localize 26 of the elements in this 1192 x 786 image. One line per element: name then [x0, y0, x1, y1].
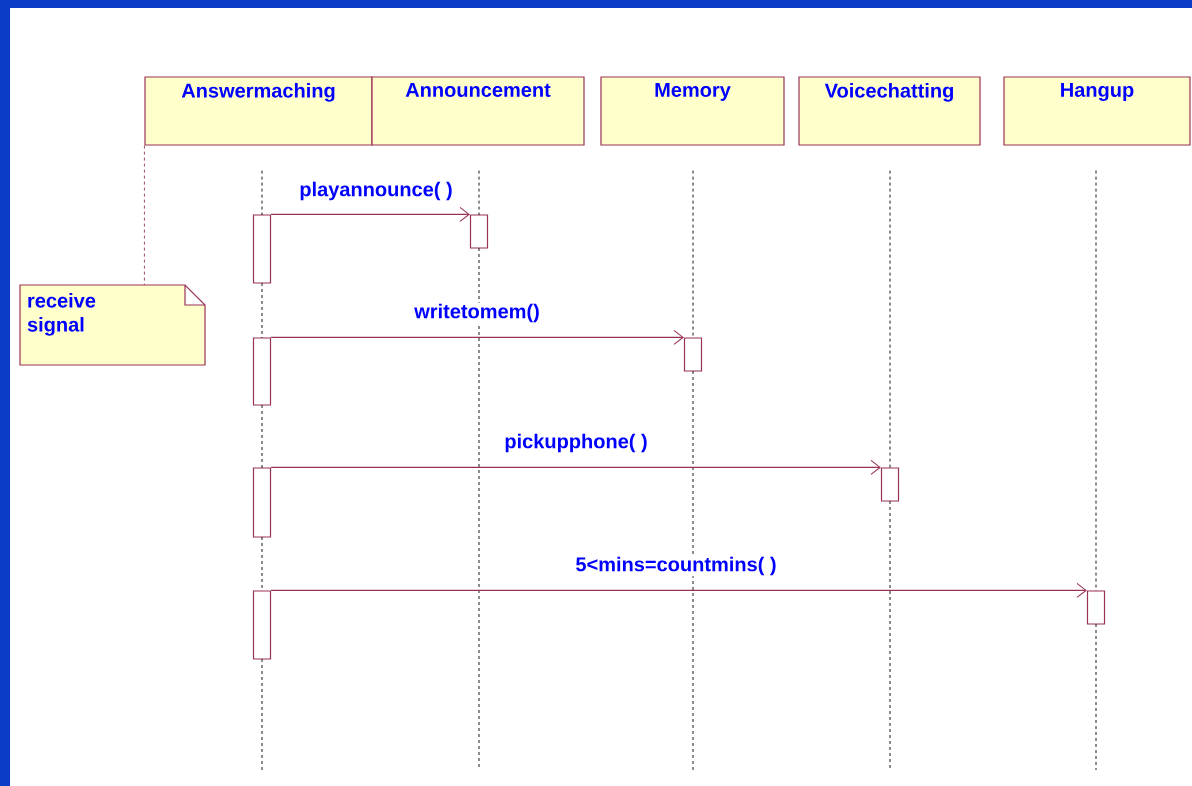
- message-label: writetomem(): [413, 302, 541, 324]
- lifeline-header: Announcement: [371, 76, 585, 146]
- message-label: pickupphone( ): [503, 432, 649, 454]
- message-arrow: [270, 329, 684, 345]
- lifeline: [692, 170, 694, 771]
- message-arrow: [270, 206, 470, 222]
- activation-bar: [252, 214, 272, 284]
- lifeline-header: Hangup: [1003, 76, 1191, 146]
- activation-bar: [252, 337, 272, 406]
- lifeline: [1095, 170, 1097, 771]
- lifeline: [261, 170, 263, 771]
- note-connector: [143, 145, 145, 286]
- lifeline-header: Voicechatting: [798, 76, 981, 146]
- lifeline-header: Answermaching: [144, 76, 373, 146]
- message-arrow: [270, 582, 1087, 598]
- message-arrow: [270, 459, 881, 475]
- activation-bar: [252, 590, 272, 660]
- message-label: 5<mins=countmins( ): [574, 555, 778, 577]
- message-label: playannounce( ): [298, 180, 454, 202]
- activation-bar: [252, 467, 272, 538]
- lifeline-header: Memory: [600, 76, 785, 146]
- activation-bar: [880, 467, 900, 502]
- activation-bar: [683, 337, 703, 372]
- note: receive signal: [19, 284, 206, 366]
- activation-bar: [469, 214, 489, 249]
- activation-bar: [1086, 590, 1106, 625]
